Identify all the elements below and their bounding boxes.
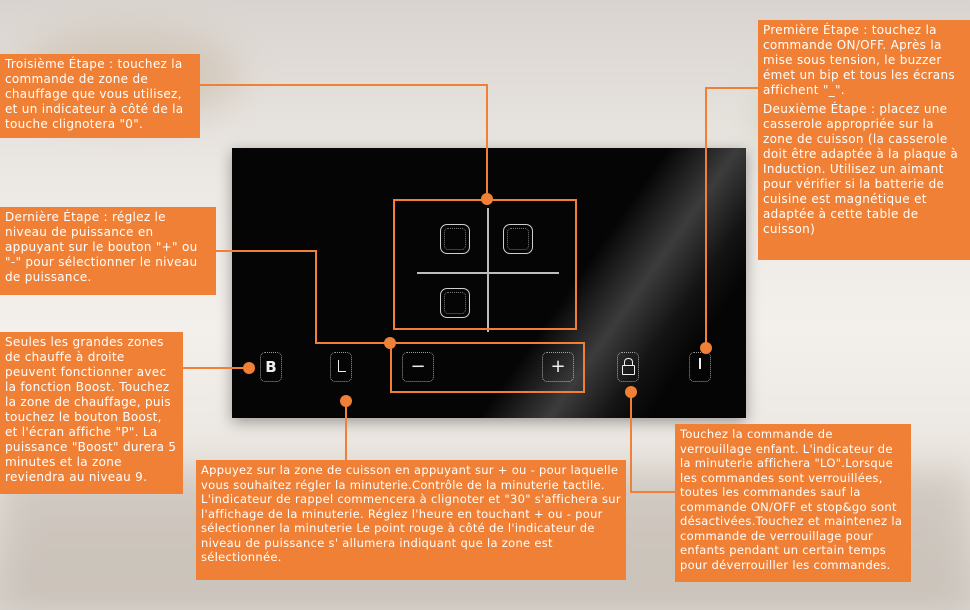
power-button[interactable]	[689, 352, 711, 382]
timer-button[interactable]	[330, 352, 352, 382]
callout-lock: Touchez la commande de verrouillage enfa…	[675, 424, 911, 582]
callout-step1-text: Première Étape : touchez la commande ON/…	[763, 23, 955, 97]
callout-step3: Troisième Étape : touchez la commande de…	[0, 54, 200, 138]
marker-dot	[340, 395, 352, 407]
marker-dot	[384, 337, 396, 349]
power-icon	[699, 358, 701, 369]
lock-shackle	[624, 358, 633, 366]
marker-dot	[243, 362, 255, 374]
callout-timer: Appuyez sur la zone de cuisson en appuya…	[196, 460, 626, 580]
zone-rear-right[interactable]	[503, 224, 533, 254]
zone-rear-left[interactable]	[440, 224, 470, 254]
lock-icon	[622, 365, 635, 375]
zone-front-left[interactable]	[440, 288, 470, 318]
plus-minus-highlight	[390, 342, 585, 393]
marker-dot	[625, 386, 637, 398]
callout-step1-step2: Première Étape : touchez la commande ON/…	[758, 20, 970, 260]
zone-divider-vertical	[487, 208, 489, 332]
callout-step2-text: Deuxième Étape : placez une casserole ap…	[763, 102, 959, 236]
timer-icon	[338, 360, 346, 372]
callout-last-step: Dernière Étape : réglez le niveau de pui…	[0, 207, 216, 295]
boost-button[interactable]: B	[260, 352, 282, 382]
child-lock-button[interactable]	[617, 352, 639, 382]
marker-dot	[481, 193, 493, 205]
marker-dot	[700, 342, 712, 354]
minus-button[interactable]: −	[402, 352, 434, 382]
callout-boost: Seules les grandes zones de chauffe à dr…	[0, 332, 183, 494]
plus-button[interactable]: +	[542, 352, 574, 382]
